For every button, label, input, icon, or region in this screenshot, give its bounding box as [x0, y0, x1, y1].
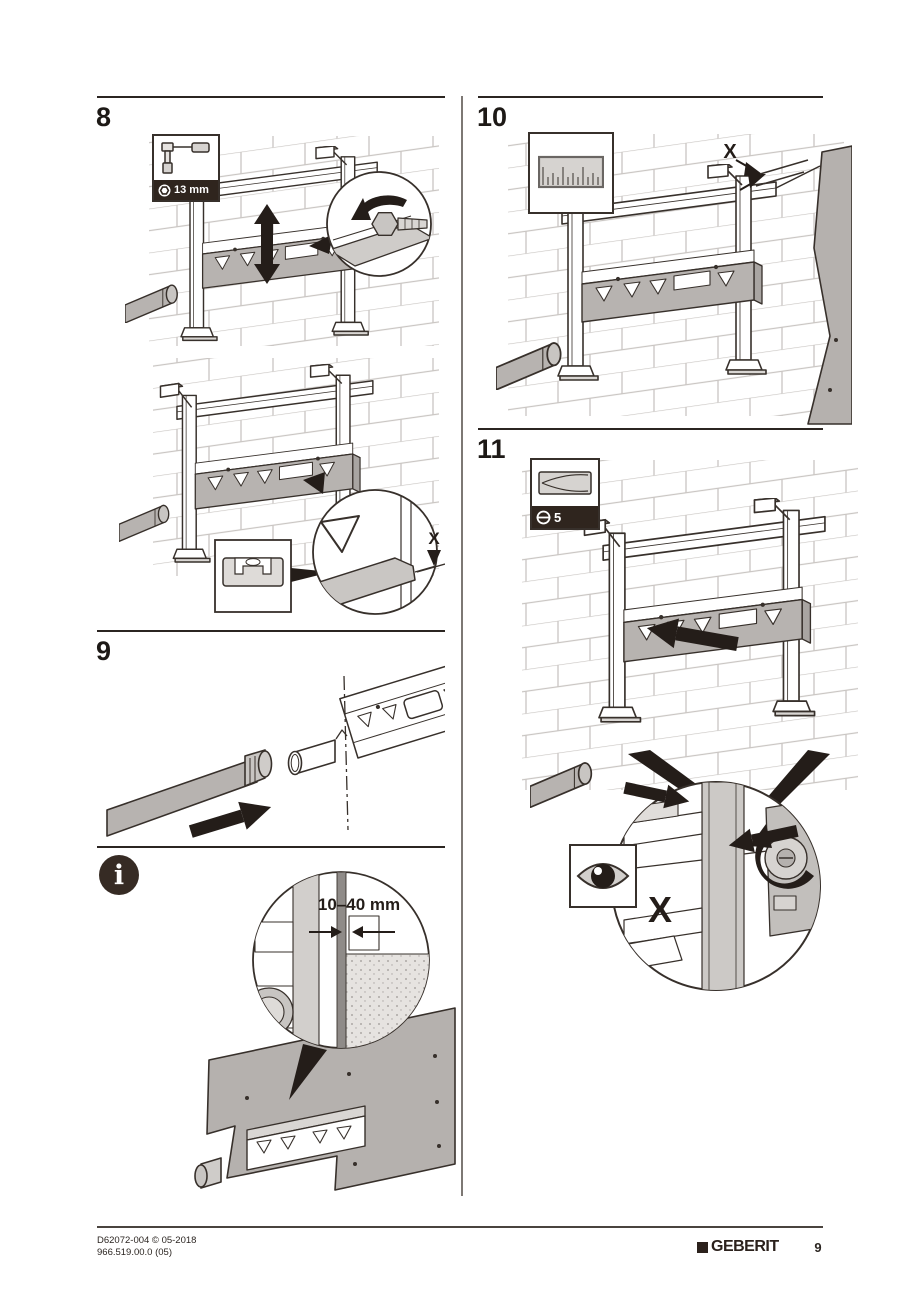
- detail-circle-bolt: [326, 171, 432, 277]
- eye-icon: [576, 863, 630, 889]
- slide-arrow-icon: [646, 618, 739, 651]
- step-8-rule: [97, 96, 445, 98]
- centerline: [343, 675, 349, 831]
- socket-stub: [287, 729, 348, 776]
- callout-wedge-right: [760, 750, 830, 814]
- gap-line-top: [759, 159, 809, 175]
- spirit-level-icon: [222, 557, 284, 587]
- step-9-number: 9: [96, 636, 112, 666]
- geberit-logo-mark: [697, 1241, 708, 1253]
- doc-version: 966.519.00.0 (05): [97, 1247, 173, 1258]
- callout-pointer: [289, 1044, 327, 1100]
- flat-screwdriver-icon: [532, 460, 598, 506]
- dimension-arrows: [309, 926, 395, 938]
- drain-pipe: [106, 749, 273, 837]
- detail-circle-adjustment: X: [611, 781, 821, 991]
- anchor-rod: [775, 165, 821, 189]
- step-8-number: 8: [96, 102, 112, 132]
- page-number: 9: [814, 1240, 822, 1255]
- info-rule: [97, 846, 445, 848]
- step-10-number: 10: [477, 102, 508, 132]
- detail-circle-clearance: 10–40 mm: [252, 871, 430, 1049]
- footer-document-info: D62072-004 © 05-2018 966.519.00.0 (05): [97, 1235, 196, 1259]
- wall-panel: [807, 145, 852, 425]
- step-9-rule: [97, 630, 445, 632]
- dimension-x-label: X: [648, 889, 672, 930]
- socket-wrench-icon: [154, 136, 218, 180]
- callout-pointer: [309, 234, 333, 254]
- tool-size-label: 13 mm: [174, 184, 209, 196]
- insert-arrow-icon: [188, 801, 272, 838]
- tool-callout-screwdriver: 5: [530, 458, 600, 530]
- up-down-arrow-icon: [254, 204, 280, 284]
- doc-code: D62072-004 © 05-2018: [97, 1235, 197, 1246]
- datum-line: [416, 563, 445, 573]
- geberit-logo: GEBERIT: [697, 1238, 779, 1256]
- drain-box-partial: [339, 660, 445, 759]
- figure-8b-level-check: X: [119, 358, 445, 615]
- tool-size-band: 5: [532, 506, 598, 528]
- figure-info-panel-clearance: 10–40 mm: [194, 871, 456, 1191]
- ruler-icon: [530, 134, 612, 212]
- info-icon-glyph: i: [113, 859, 125, 891]
- geberit-logo-word: GEBERIT: [711, 1238, 779, 1255]
- figure-11-adjust-box: X: [522, 460, 858, 991]
- figure-8a-adjust-height: [125, 136, 439, 346]
- gap-line-bottom: [755, 171, 805, 187]
- step-11-number: 11: [477, 434, 506, 464]
- visual-check-box: [569, 844, 637, 908]
- step-11-rule: [478, 428, 823, 430]
- hex-socket-icon: [158, 184, 171, 196]
- clearance-dimension-label: 10–40 mm: [318, 895, 400, 914]
- slotted-screw-icon: [536, 510, 551, 524]
- dimension-x-label: X: [428, 529, 440, 548]
- column-divider: [461, 96, 463, 1196]
- gap-arrow-lower: [728, 825, 799, 853]
- footer-rule: [97, 1226, 823, 1228]
- tool-callout-socket-wrench: 13 mm: [152, 134, 220, 202]
- wall-panel: [194, 1007, 456, 1191]
- step-10-rule: [478, 96, 823, 98]
- rotate-arrow-icon: [351, 195, 407, 220]
- tool-size-label: 5: [554, 509, 562, 525]
- gap-arrow-upper: [623, 781, 690, 809]
- spirit-level-box: [214, 539, 331, 613]
- dimension-arrows: [735, 159, 766, 191]
- tool-callout-ruler: [528, 132, 614, 214]
- hex-bolt: [371, 211, 399, 237]
- callout-pointer: [303, 472, 325, 494]
- dimension-arrow: [427, 550, 441, 566]
- dimension-x-label: X: [723, 141, 737, 163]
- info-icon: i: [99, 855, 139, 895]
- tool-size-band: 13 mm: [154, 180, 218, 200]
- figure-9-connect-pipe: [106, 660, 445, 838]
- detail-circle-edge: [312, 489, 438, 615]
